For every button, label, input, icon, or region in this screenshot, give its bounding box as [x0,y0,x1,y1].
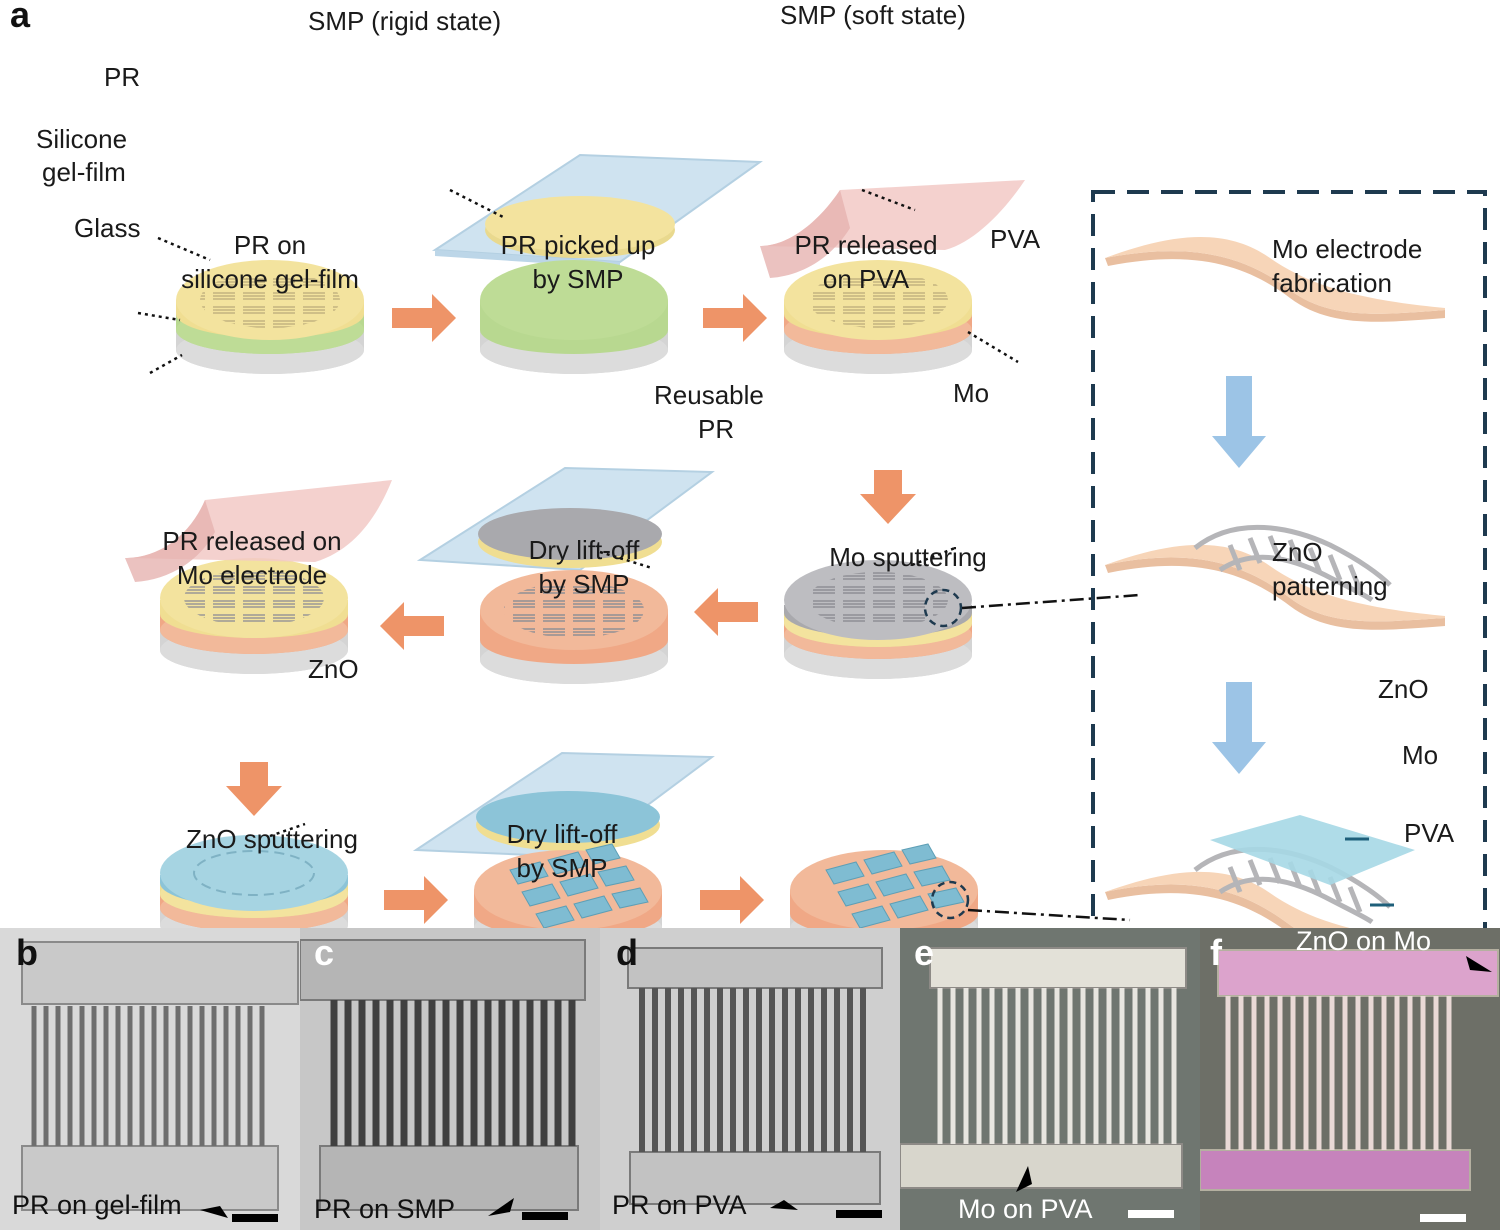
label-reusable-pr: PR [698,414,735,444]
process-arrow-8 [700,876,764,924]
panel-letter-f: f [1210,932,1222,973]
micrograph-e: e Mo on PVA [900,928,1200,1230]
caption-e: Mo on PVA [958,1194,1093,1224]
label-smp-soft: SMP (soft state) [780,0,966,30]
process-arrow-3 [860,470,916,524]
zno-leader [269,822,306,838]
glass-leader [149,353,183,375]
inset-layer-mo: Mo [1402,740,1439,770]
micrograph-d: d PR on PVA [600,928,900,1230]
label-smp-rigid: SMP (rigid state) [308,6,502,36]
step4-caption-1: Mo sputtering [829,542,987,572]
pr-leader [157,236,211,262]
step5-caption-2: by SMP [538,569,630,599]
label-silicone: Silicone [36,124,128,154]
step1-caption-2: silicone gel-film [181,264,359,294]
micrograph-b: b PR on gel-film [0,928,300,1230]
label-mo: Mo [953,378,990,408]
step4-graphic [784,560,972,679]
process-arrow-5 [380,602,444,650]
process-arrow-4 [694,588,758,636]
micrograph-c: c PR on SMP [300,928,600,1230]
inset-arrow-1 [1212,376,1266,468]
step6-graphic [125,480,392,674]
process-arrow-6 [226,762,282,816]
panel-letter-a: a [10,0,31,35]
process-arrow-7 [384,876,448,924]
label-reusable: Reusable [654,380,764,410]
panel-letter-c: c [314,932,335,973]
step2-caption-1: PR picked up [500,230,656,260]
label-pr: PR [104,62,141,92]
step7-caption-1: ZnO sputtering [186,824,358,854]
inset-layer-pva: PVA [1404,818,1455,848]
step5-caption-1: Dry lift-off [528,535,640,565]
label-zno: ZnO [308,654,359,684]
inset-layer-stack [1105,815,1445,958]
gel-leader [137,311,181,322]
caption-d: PR on PVA [612,1190,747,1220]
smp-soft-leader [861,188,916,212]
step1-disk [176,260,364,374]
step3-caption-2: on PVA [822,264,910,294]
step1-caption-1: PR on [233,230,307,260]
step2-graphic [431,153,763,374]
inset-pva-film-2 [1105,524,1445,630]
step3-caption-1: PR released [794,230,938,260]
step5-graphic [416,466,715,684]
smp-rigid-leader [449,188,506,220]
panel-letter-b: b [16,932,38,973]
caption-c: PR on SMP [314,1194,456,1224]
micrograph-f: f ZnO on Mo [1200,928,1500,1230]
label-glass: Glass [74,213,141,243]
step6-caption-1: PR released on [162,526,342,556]
panel-letter-d: d [616,932,638,973]
step8-caption-1: Dry lift-off [506,819,618,849]
inset-arrow-2 [1212,682,1266,774]
step3-graphic [760,180,1025,374]
inset-layer-zno: ZnO [1378,674,1429,704]
process-arrow-2 [703,294,767,342]
caption-b: PR on gel-film [12,1190,182,1220]
process-arrow-1 [392,294,456,342]
caption-f: ZnO on Mo [1296,928,1432,956]
pva-leader [967,330,1019,364]
label-pva: PVA [990,224,1041,254]
step8-caption-2: by SMP [516,853,608,883]
zoom-line-2 [967,908,1131,922]
inset-mo-fab-1: Mo electrode [1272,234,1423,264]
step6-caption-2: Mo electrode [176,560,328,590]
label-gel-film: gel-film [42,157,126,187]
inset-mo-fab-2: fabrication [1272,268,1392,298]
mo-leader [911,546,956,567]
step2-caption-2: by SMP [532,264,624,294]
zoom-line-1 [961,593,1141,610]
reusable-pr-leader [599,550,653,570]
inset-pva-film-1 [1105,237,1445,322]
inset-zno-pat-1: ZnO [1272,537,1323,567]
inset-zno-pat-2: patterning [1272,571,1388,601]
panel-letter-e: e [914,932,935,973]
